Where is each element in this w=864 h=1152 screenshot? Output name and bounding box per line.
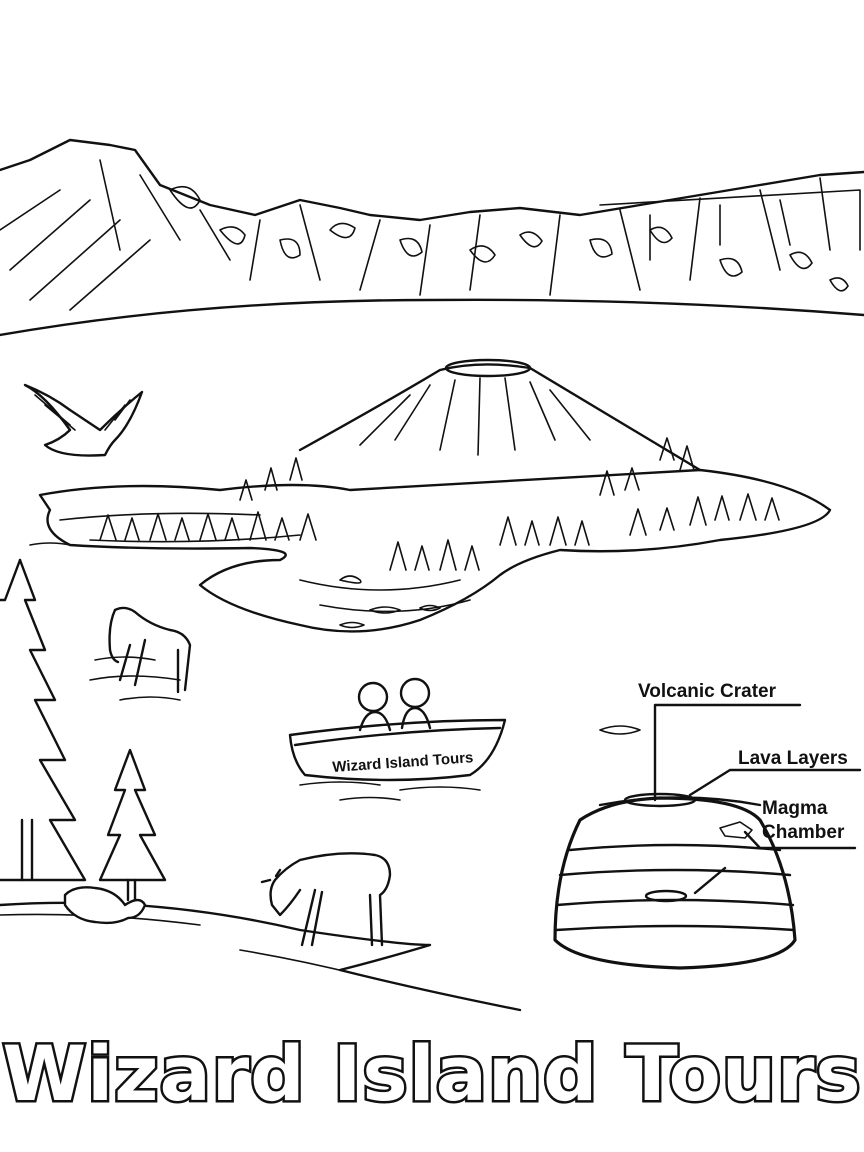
volcano-island-icon xyxy=(29,358,832,735)
rowboat-icon: Wizard Island Tours xyxy=(288,677,507,801)
lava-layers-label: Lava Layers xyxy=(738,748,848,769)
magma-label-line1: Magma xyxy=(762,798,828,819)
squirrel-icon xyxy=(63,886,147,925)
pine-tree-icon xyxy=(0,558,167,902)
magma-label-line2: Chamber xyxy=(762,822,845,843)
eagle-icon xyxy=(23,383,144,457)
shore-icon xyxy=(0,901,522,1012)
page-title: Wizard Island Tours xyxy=(2,1029,861,1118)
volcano-cross-section-icon xyxy=(553,703,862,970)
crater-label: Volcanic Crater xyxy=(638,681,777,702)
deer-icon xyxy=(89,606,192,701)
elk-icon xyxy=(260,852,392,947)
mountain-ridge-icon xyxy=(0,138,864,337)
